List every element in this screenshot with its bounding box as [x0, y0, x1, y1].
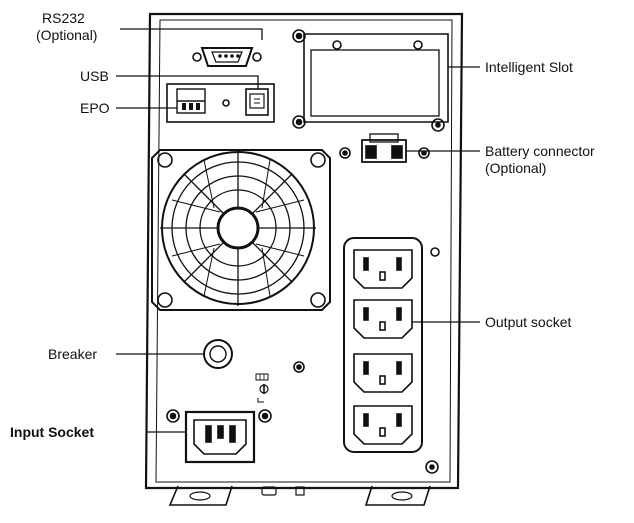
rs232-label: RS232 (Optional): [36, 10, 97, 44]
output-sockets-block: [343, 237, 423, 453]
battery-connector-label: Battery connector (Optional): [485, 143, 595, 177]
leader-lines: [116, 28, 480, 433]
ground-symbol-icon: [255, 373, 269, 403]
unit-enclosure: [144, 12, 464, 490]
rs232-label-title: RS232: [42, 10, 85, 26]
screw-icon: [292, 29, 445, 373]
epo-label: EPO: [80, 100, 110, 116]
breaker-icon: [203, 339, 233, 369]
output-socket-icon: [353, 249, 413, 289]
output-socket-label: Output socket: [485, 314, 572, 330]
input-socket-label: Input Socket: [10, 424, 95, 440]
output-socket-icon: [353, 405, 413, 445]
cooling-fan-icon: [151, 149, 331, 311]
output-socket-icon: [353, 299, 413, 339]
breaker-label: Breaker: [48, 346, 98, 362]
rs232-label-note: (Optional): [36, 27, 98, 43]
epo-usb-panel: [166, 83, 275, 123]
intelligent-slot: [303, 33, 449, 123]
input-socket-icon: [166, 409, 272, 464]
output-socket-icon: [353, 353, 413, 393]
battery-connector-label-note: (Optional): [485, 160, 547, 176]
intelligent-slot-label: Intelligent Slot: [485, 59, 573, 75]
rs232-port-icon: [192, 47, 262, 67]
battery-connector-label-title: Battery connector: [485, 143, 595, 159]
battery-connector-icon: [339, 133, 430, 163]
usb-label: USB: [80, 68, 109, 84]
